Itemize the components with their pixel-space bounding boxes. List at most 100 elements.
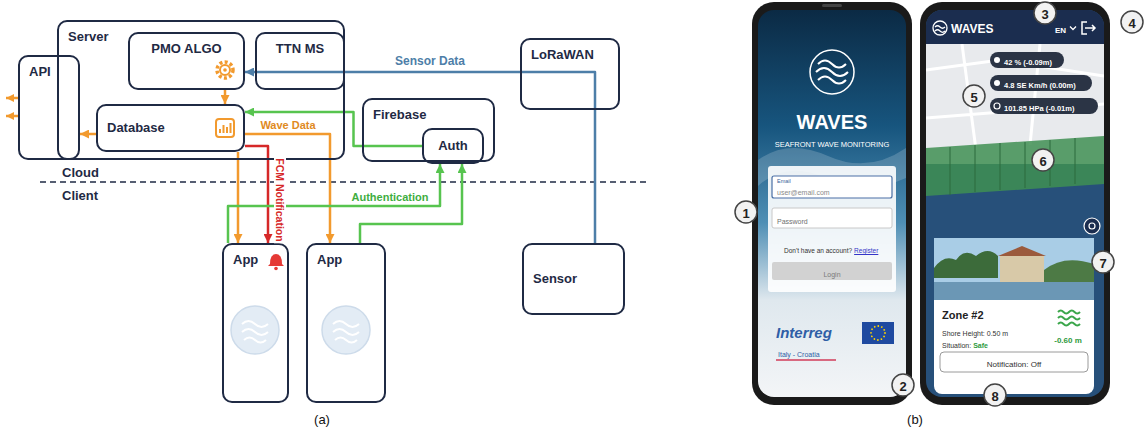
label-holder: Register [854, 244, 878, 252]
email-field [772, 176, 892, 198]
api-output-arrow [6, 97, 18, 100]
edge-label-holder: Sensor Data [393, 51, 467, 69]
photo-sky [934, 238, 1094, 300]
password-field [772, 208, 892, 228]
phone-speaker [822, 4, 842, 7]
login-panel [768, 166, 896, 292]
callout-number: 3 [1041, 7, 1048, 22]
callout-circle [892, 374, 914, 396]
label-holder: Email [776, 174, 792, 181]
box-label: PMO ALGO [151, 41, 221, 57]
chip-icon [994, 80, 1000, 86]
gear-icon [217, 62, 233, 78]
label-holder: Client [62, 186, 98, 203]
bell-icon [274, 267, 278, 271]
callout-number: 5 [970, 90, 977, 105]
label-holder: -0.60 m [1054, 333, 1082, 343]
weather-chip-text: 101.85 HPa (-0.01m) [1004, 104, 1074, 113]
button-label: Notification: Off [987, 360, 1042, 369]
label-holder: (b) [907, 410, 923, 427]
photo-roof [998, 246, 1046, 256]
zone-detail: Shore Height: 0.50 m [942, 330, 1008, 337]
edge-label: Authentication [350, 191, 431, 203]
phone-frame [920, 2, 1110, 405]
label-holder: 42 % (-0.09m) [1004, 55, 1052, 65]
logo-text: Interreg [776, 324, 832, 341]
cloud-client-divider [40, 181, 650, 183]
sensor-box: Sensor [522, 243, 625, 315]
api-box: API [18, 55, 80, 160]
label-holder: Login [823, 267, 840, 276]
gear-icon [220, 65, 230, 75]
zone-divider [950, 138, 1075, 195]
label-holder: WAVES [797, 109, 868, 135]
label-holder: 3 [1041, 5, 1048, 22]
app-logo [322, 306, 370, 354]
map-road [926, 44, 1104, 150]
bell-icon [268, 254, 284, 266]
label-holder: Notification: Off [987, 357, 1042, 367]
connector [245, 146, 268, 243]
label-holder: Zone #2 [942, 307, 984, 321]
weather-chip-text: 4.8 SE Km/h (0.00m) [1004, 81, 1076, 90]
label-holder: Interreg [776, 323, 832, 343]
box-label: LoRaWAN [531, 47, 594, 63]
photo-water [934, 282, 1094, 300]
label-holder: WAVES [951, 20, 993, 36]
box-label: TTN MS [276, 41, 324, 57]
locate-button [1084, 218, 1100, 234]
label-holder: 7 [1099, 254, 1106, 271]
language-label: EN [1055, 26, 1066, 35]
label-holder: 101.85 HPa (-0.01m) [1004, 101, 1074, 111]
label-holder: Safe [973, 338, 988, 347]
eu-flag [862, 322, 894, 344]
weather-chip [990, 98, 1098, 114]
zone-card [934, 238, 1094, 394]
label-holder: Password [777, 214, 808, 223]
photo-trees [934, 251, 998, 278]
app-box: App [306, 243, 386, 403]
callout-number: 4 [1128, 16, 1135, 31]
panel-label: (b) [907, 412, 923, 427]
waves-logo [816, 61, 848, 84]
eu-flag [871, 326, 885, 340]
lorawan-box: LoRaWAN [520, 38, 620, 110]
connector [360, 164, 462, 243]
algorithm-box: PMO ALGO [128, 32, 245, 90]
connector [228, 164, 440, 243]
weather-chip [990, 75, 1092, 91]
monitored-zone [926, 136, 1104, 196]
app-logo [242, 321, 268, 343]
chip-icon [994, 103, 1000, 109]
box-label: App [317, 252, 342, 268]
register-prompt: Don't have an account? [784, 247, 852, 254]
notification-button [940, 352, 1088, 372]
app-box: App [222, 243, 289, 403]
region-label: Cloud [62, 165, 99, 180]
zone-title: Zone #2 [942, 309, 984, 321]
panel-label: (a) [314, 412, 330, 427]
app-logo [231, 306, 279, 354]
callout-circle [984, 384, 1006, 406]
edge-label-holder: FCM Notification [272, 156, 290, 243]
app-title: WAVES [951, 22, 993, 36]
label-holder: 8 [991, 387, 998, 404]
login-button [772, 262, 892, 280]
region-label: Client [62, 188, 98, 203]
field-label: Email [776, 178, 792, 184]
wave-icon [1058, 311, 1080, 326]
connector [224, 90, 227, 104]
connector-group [80, 72, 595, 243]
box-label: Server [68, 29, 108, 45]
label-holder: 2 [899, 377, 906, 394]
database-box: Database [96, 104, 245, 152]
field-placeholder: Password [777, 218, 808, 225]
app-title: WAVES [797, 111, 868, 133]
app-header [926, 10, 1104, 44]
header-logo [935, 26, 945, 33]
button-label: Login [823, 271, 840, 278]
callout-number: 1 [742, 206, 749, 221]
